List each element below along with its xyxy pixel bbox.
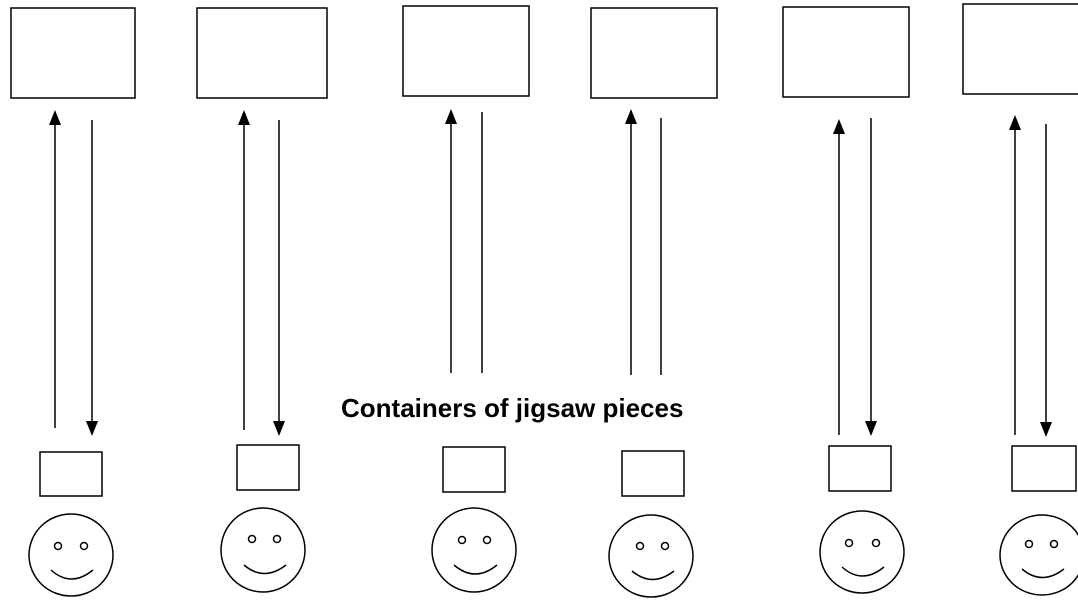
arrowhead-down-5 [865, 421, 877, 436]
container-box-2 [196, 7, 328, 99]
jigsaw-piece-box-2 [236, 444, 300, 491]
arrowhead-up-6 [1009, 115, 1021, 130]
station-4 [590, 7, 718, 598]
station-5 [782, 6, 910, 594]
station-2 [196, 7, 328, 593]
arrowhead-down-6 [1040, 422, 1052, 437]
arrowhead-up-5 [833, 119, 845, 134]
container-box-4 [590, 7, 718, 99]
jigsaw-piece-box-3 [442, 446, 506, 493]
arrowhead-down-1 [86, 421, 98, 436]
smiley-face-icon [999, 514, 1078, 596]
caption-background [322, 380, 772, 436]
station-3 [402, 5, 530, 593]
container-box-6 [962, 3, 1078, 95]
arrowhead-up-1 [49, 110, 61, 125]
arrowhead-down-2 [273, 421, 285, 436]
container-box-3 [402, 5, 530, 97]
smiley-face-icon [819, 510, 905, 594]
station-6 [962, 3, 1078, 596]
container-box-1 [10, 7, 136, 99]
arrowhead-up-3 [445, 109, 457, 124]
smiley-face-icon [431, 507, 517, 593]
jigsaw-piece-box-4 [621, 450, 685, 497]
jigsaw-piece-box-5 [828, 445, 892, 492]
smiley-face-icon [220, 507, 306, 593]
arrowhead-up-2 [238, 110, 250, 125]
arrowhead-up-4 [625, 109, 637, 124]
smiley-face-icon [608, 514, 694, 598]
jigsaw-piece-box-1 [39, 451, 103, 497]
jigsaw-piece-box-6 [1011, 445, 1077, 492]
container-box-5 [782, 6, 910, 98]
station-1 [10, 7, 136, 597]
diagram-caption: Containers of jigsaw pieces [341, 393, 684, 423]
smiley-face-icon [28, 513, 114, 597]
